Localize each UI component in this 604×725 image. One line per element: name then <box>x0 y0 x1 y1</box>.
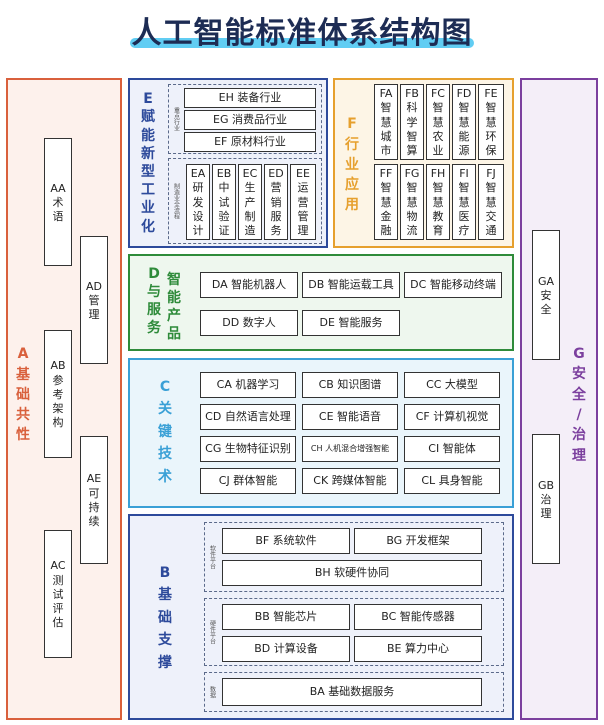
section-d-frame <box>128 254 514 351</box>
b-group2-label: 硬件平台 <box>208 620 216 644</box>
box-eg: EG 消费品行业 <box>184 110 316 130</box>
box-cj: CJ 群体智能 <box>200 468 296 494</box>
box-ci: CI 智能体 <box>404 436 500 462</box>
b-group-data <box>204 672 504 712</box>
box-cg: CG 生物特征识别 <box>200 436 296 462</box>
b-group-software <box>204 522 504 592</box>
box-eh: EH 装备行业 <box>184 88 316 108</box>
box-ck: CK 跨媒体智能 <box>302 468 398 494</box>
section-g-frame <box>520 78 598 720</box>
box-cd: CD 自然语言处理 <box>200 404 296 430</box>
box-bh: BH 软硬件协同 <box>222 560 482 586</box>
box-ef: EF 原材料行业 <box>184 132 316 152</box>
box-dc: DC 智能移动终端 <box>404 272 502 298</box>
box-bc: BC 智能传感器 <box>354 604 482 630</box>
page-title: 人工智能标准体系结构图 <box>131 16 473 51</box>
e-group-manufacturing <box>168 158 322 244</box>
box-cb: CB 知识图谱 <box>302 372 398 398</box>
box-bf: BF 系统软件 <box>222 528 350 554</box>
box-cl: CL 具身智能 <box>404 468 500 494</box>
box-ba: BA 基础数据服务 <box>222 678 482 706</box>
b-group-hardware <box>204 598 504 666</box>
box-ce: CE 智能语音 <box>302 404 398 430</box>
title-underline <box>130 38 474 48</box>
box-cf: CF 计算机视觉 <box>404 404 500 430</box>
e-group-key-industries <box>168 84 322 154</box>
box-de: DE 智能服务 <box>302 310 400 336</box>
box-dd: DD 数字人 <box>200 310 298 336</box>
section-d-label-2: 智能产品 <box>167 271 181 343</box>
b-group3-label: 数据 <box>208 686 216 698</box>
box-bg: BG 开发框架 <box>354 528 482 554</box>
e-group2-label: 制造业全流程 <box>172 183 180 219</box>
box-ca: CA 机器学习 <box>200 372 296 398</box>
box-db: DB 智能运载工具 <box>302 272 400 298</box>
box-be: BE 算力中心 <box>354 636 482 662</box>
box-ch: CH 人机混合增强智能 <box>302 436 398 462</box>
b-group1-label: 软件平台 <box>208 545 216 569</box>
box-bd: BD 计算设备 <box>222 636 350 662</box>
box-da: DA 智能机器人 <box>200 272 298 298</box>
e-group1-label: 重点行业 <box>172 107 180 131</box>
box-cc: CC 大模型 <box>404 372 500 398</box>
box-bb: BB 智能芯片 <box>222 604 350 630</box>
